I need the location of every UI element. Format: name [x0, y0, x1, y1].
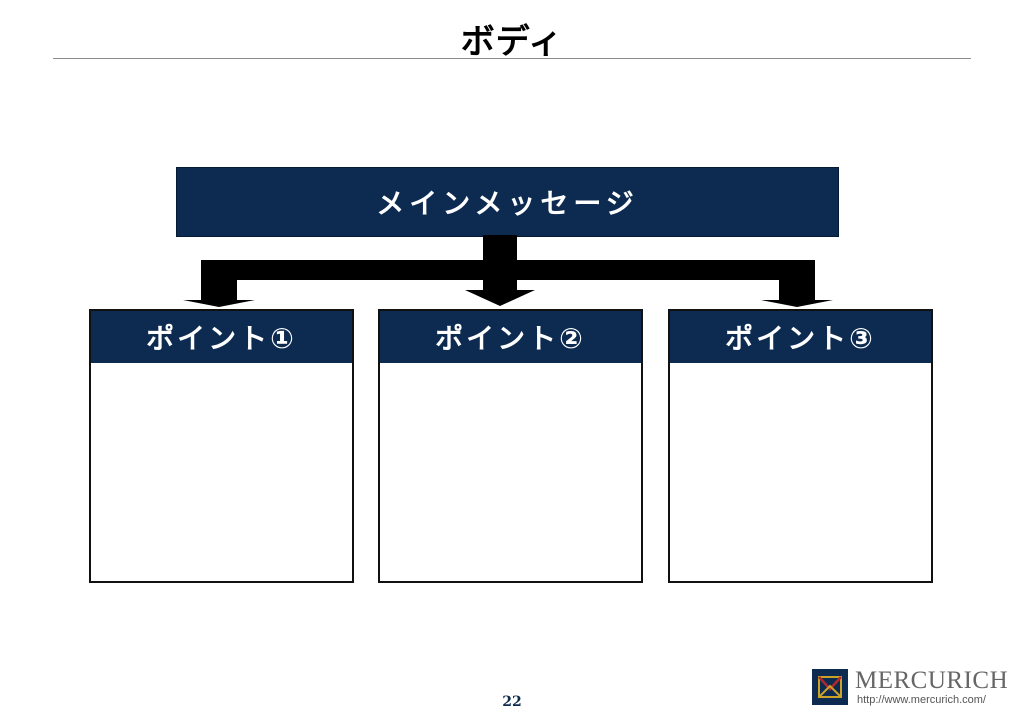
- connector-drop-left: [201, 280, 237, 300]
- point-card-2: ポイント②: [378, 309, 643, 583]
- brand-url: http://www.mercurich.com/: [857, 694, 986, 706]
- point-body-3: [670, 363, 931, 581]
- brand-name: MERCURICH: [855, 667, 1009, 694]
- arrowhead-left: [183, 300, 255, 307]
- title-divider: [53, 58, 971, 59]
- connector-stem: [483, 235, 517, 260]
- main-message-text: メインメッセージ: [376, 187, 639, 220]
- point-label-3: ポイント③: [725, 322, 876, 355]
- main-message-box: メインメッセージ: [176, 167, 839, 237]
- point-header-2: ポイント②: [380, 311, 641, 363]
- point-body-2: [380, 363, 641, 581]
- page-number: 22: [502, 694, 522, 710]
- connector-drop-center: [483, 280, 517, 290]
- connector-crossbar: [201, 260, 815, 280]
- arrowhead-center: [465, 290, 535, 306]
- connector-drop-right: [779, 280, 815, 300]
- point-label-1: ポイント①: [146, 322, 297, 355]
- point-card-3: ポイント③: [668, 309, 933, 583]
- slide-title: ボディ: [460, 22, 564, 62]
- point-body-1: [91, 363, 352, 581]
- arrowhead-right: [761, 300, 833, 307]
- point-header-1: ポイント①: [91, 311, 352, 363]
- point-header-3: ポイント③: [670, 311, 931, 363]
- point-card-1: ポイント①: [89, 309, 354, 583]
- point-label-2: ポイント②: [435, 322, 586, 355]
- mercurich-logo-icon: [812, 669, 848, 705]
